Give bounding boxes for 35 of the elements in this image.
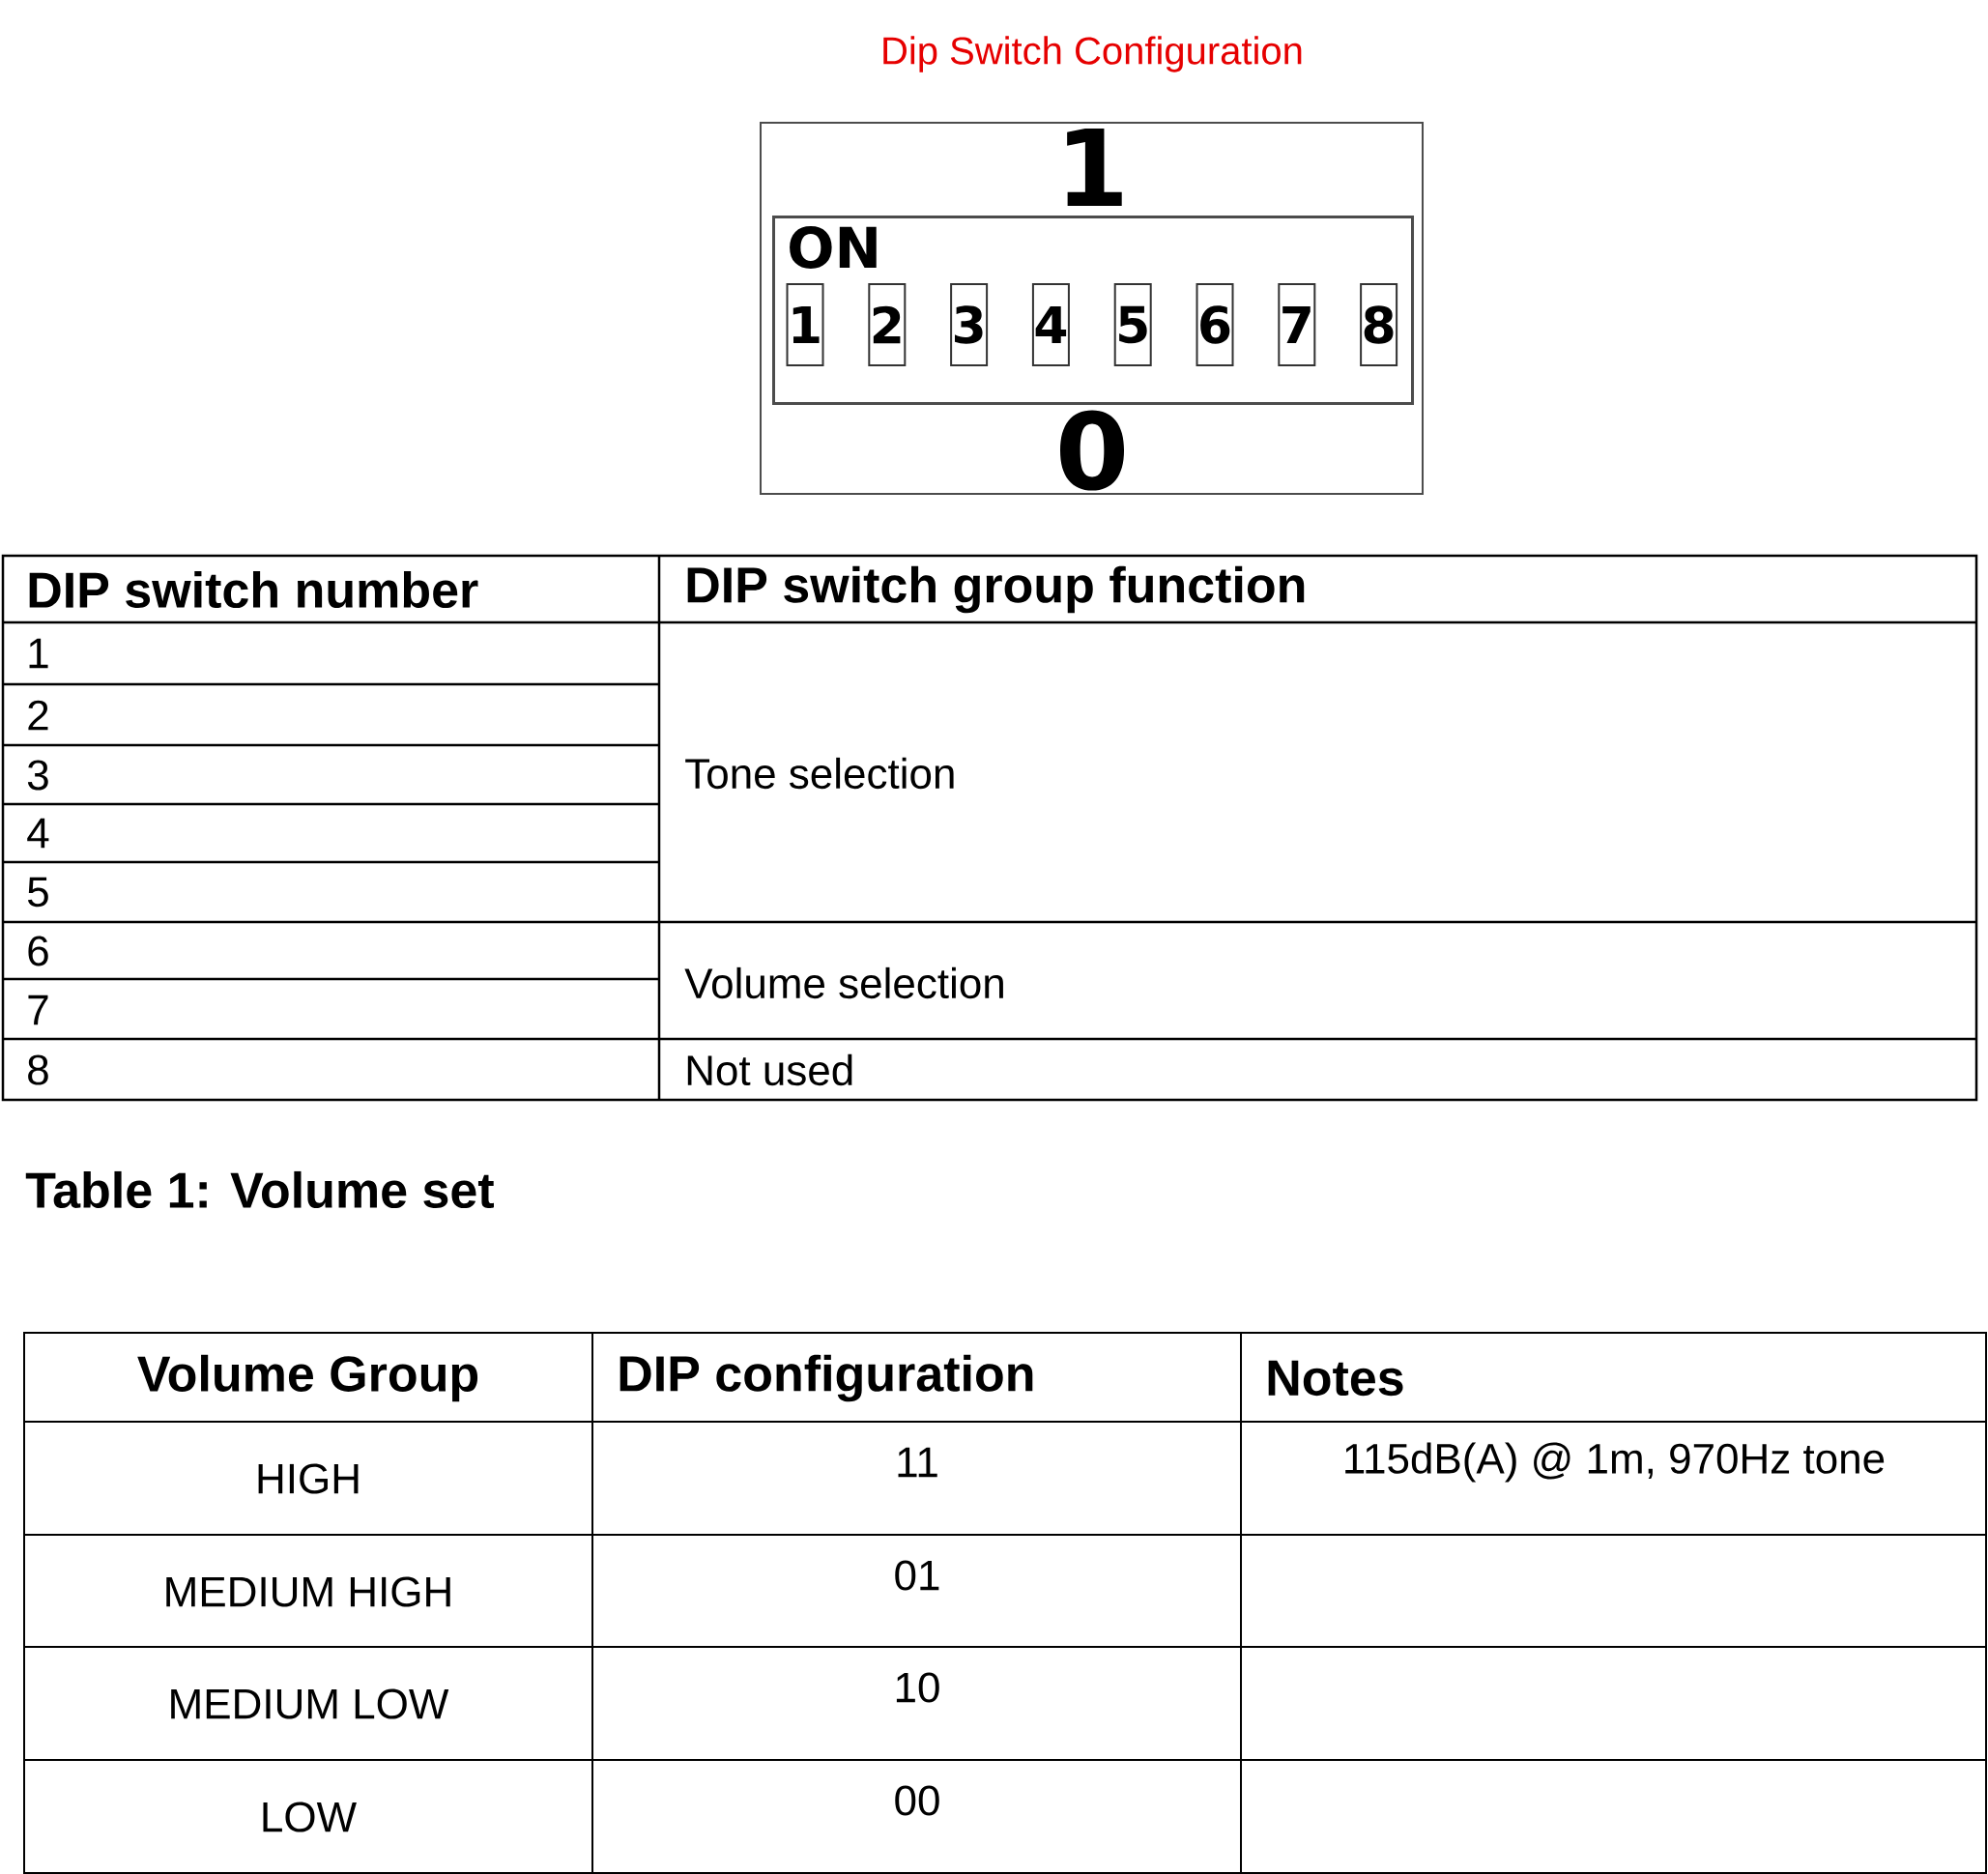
table-entry: 8 — [28, 1054, 48, 1085]
table-header: DIP switch number — [29, 570, 478, 609]
title: Dip Switch Configuration — [883, 36, 1302, 72]
switch-lever: 2 — [868, 283, 907, 366]
switch-lever: 8 — [1360, 283, 1398, 366]
switch-lever: 3 — [950, 283, 989, 366]
switch-lever: 1 — [786, 283, 824, 366]
table-entry: MEDIUM LOW — [171, 1688, 449, 1719]
table-header: DIP switch group function — [687, 565, 1305, 614]
table-entry: 5 — [27, 877, 48, 908]
switch-lever: 5 — [1113, 283, 1152, 366]
table-entry: Tone selection — [685, 757, 954, 790]
switch-lever: 7 — [1278, 283, 1316, 366]
table-header: Volume Group — [137, 1354, 478, 1402]
switch-lever: 6 — [1196, 283, 1234, 366]
table-entry: 11 — [898, 1447, 937, 1478]
table-entry: 01 — [895, 1560, 939, 1591]
table-entry: 7 — [28, 995, 48, 1025]
table-entry: 115dB(A) @ 1m, 970Hz tone — [1345, 1442, 1885, 1483]
table-entry: Not used — [687, 1053, 852, 1086]
table-header: DIP configuration — [619, 1354, 1033, 1402]
table-entry: 10 — [896, 1672, 939, 1703]
table-entry: Volume selection — [684, 966, 1003, 999]
table-entry: MEDIUM HIGH — [166, 1576, 450, 1607]
table-entry: LOW — [263, 1802, 357, 1832]
table-entry: 3 — [27, 760, 48, 791]
table-entry: HIGH — [258, 1463, 359, 1494]
table-entry: 6 — [28, 936, 48, 966]
table-entry: 4 — [27, 818, 49, 849]
switch-lever: 4 — [1031, 283, 1070, 366]
table-entry: 2 — [28, 700, 48, 731]
table-entry: 00 — [895, 1785, 939, 1816]
table-caption: Table 1: Volume set — [25, 1170, 494, 1209]
table-header: Notes — [1268, 1360, 1403, 1397]
table-entry: 1 — [29, 638, 48, 669]
